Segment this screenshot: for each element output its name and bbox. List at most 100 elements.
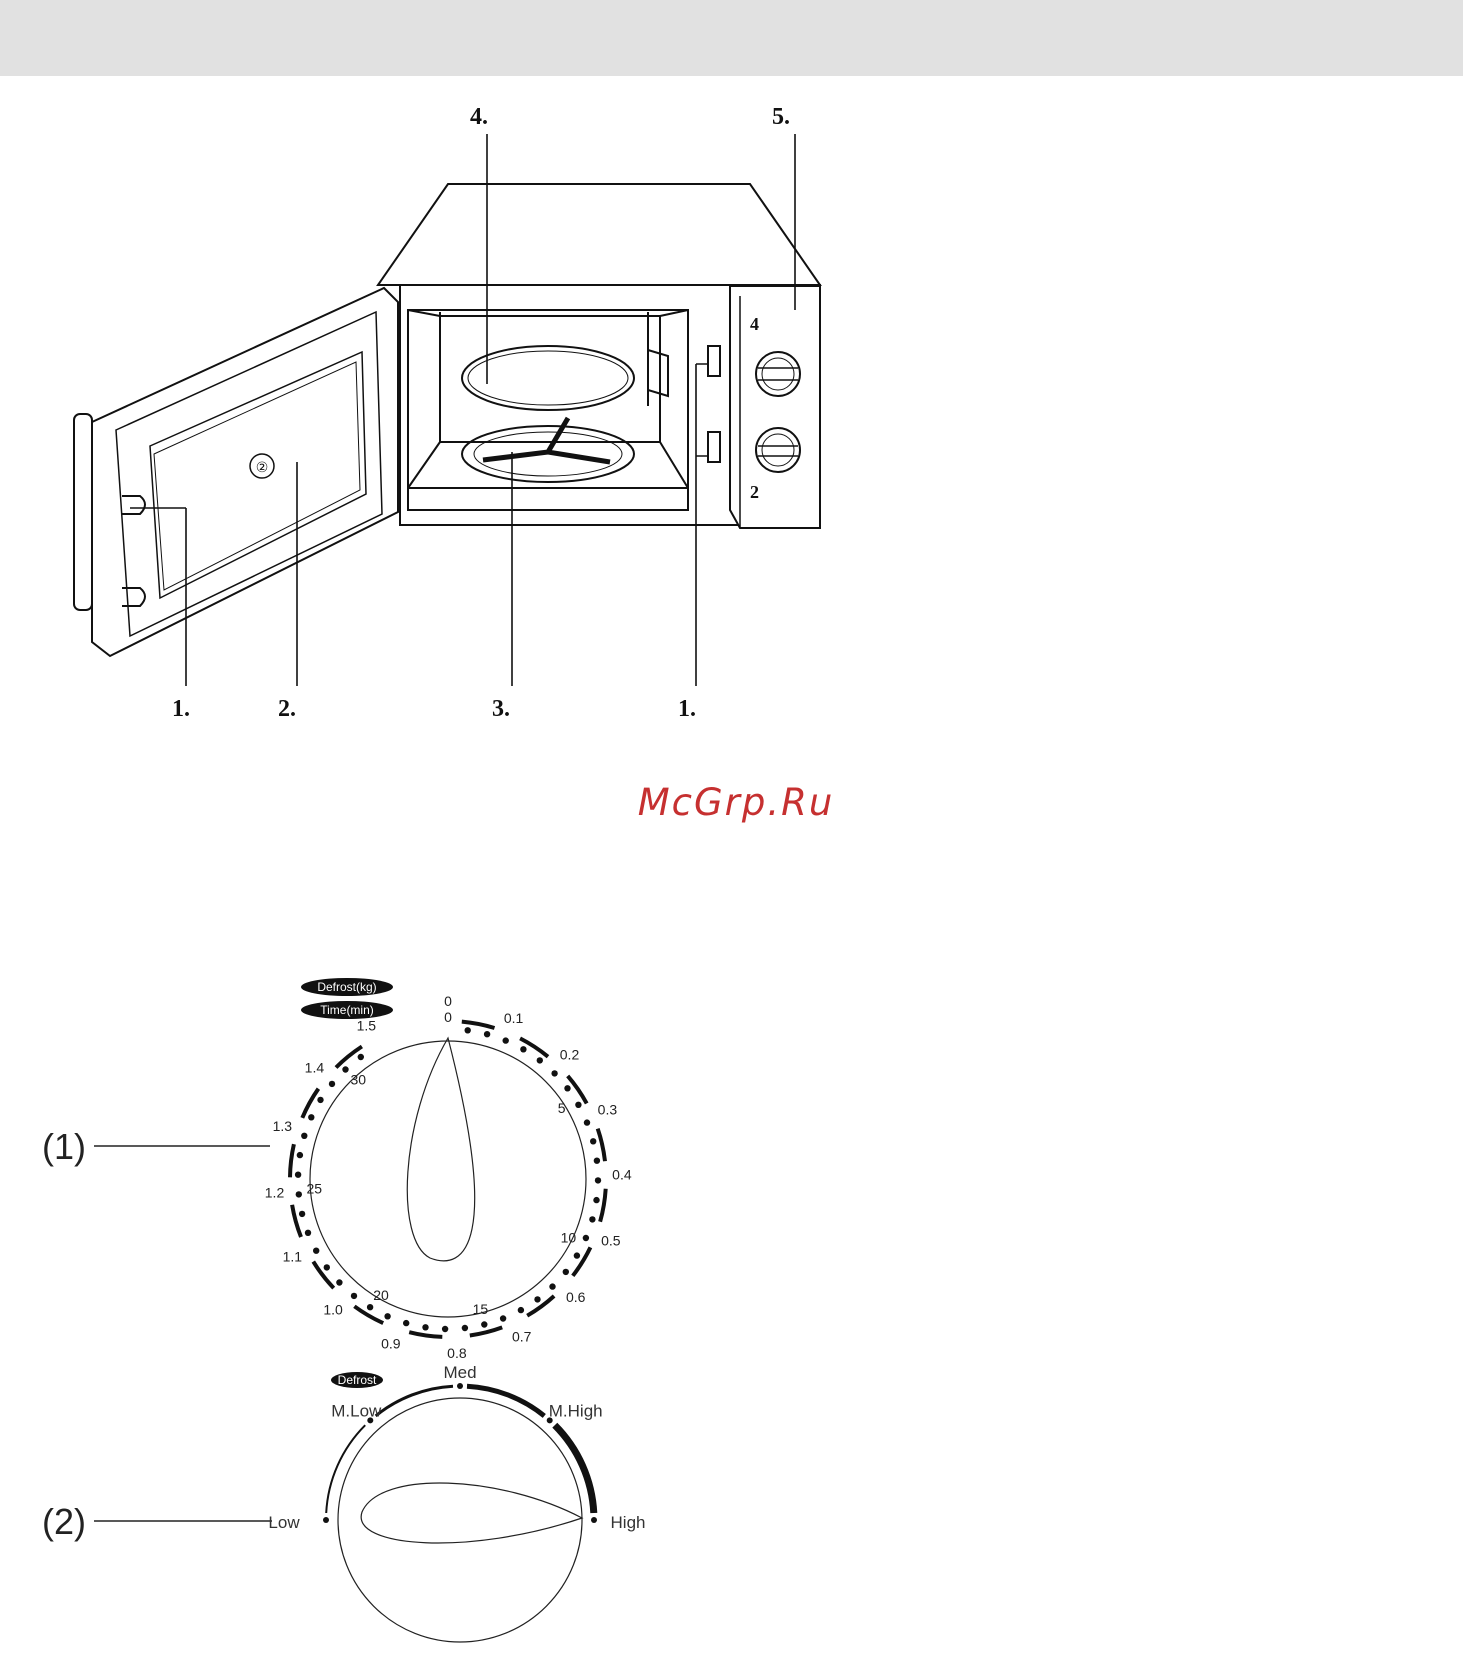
timer-dot xyxy=(590,1138,596,1144)
timer-dot xyxy=(342,1066,348,1072)
timer-arc-segment xyxy=(470,1327,502,1335)
timer-dot xyxy=(442,1326,448,1332)
timer-outer-label: 0.8 xyxy=(447,1345,467,1361)
power-level-label: M.High xyxy=(549,1401,603,1420)
timer-dot xyxy=(575,1102,581,1108)
timer-arc-segment xyxy=(409,1332,442,1337)
timer-pill-defrost: Defrost(kg) xyxy=(301,978,393,996)
timer-pill-time: Time(min) xyxy=(301,1001,393,1019)
door-outer xyxy=(92,288,398,656)
timer-inner-label: 5 xyxy=(558,1100,566,1116)
timer-dot xyxy=(484,1031,490,1037)
timer-inner-label: 10 xyxy=(561,1230,577,1246)
timer-dot xyxy=(563,1269,569,1275)
power-dial-face xyxy=(338,1398,582,1642)
timer-arc-segment xyxy=(573,1247,591,1275)
timer-dot xyxy=(336,1279,342,1285)
power-arc-segment xyxy=(467,1386,544,1416)
timer-dot xyxy=(589,1216,595,1222)
panel-mark-lower: 2 xyxy=(750,482,759,502)
svg-text:Defrost: Defrost xyxy=(338,1373,377,1387)
callout-2: 2. xyxy=(278,696,296,722)
timer-dot xyxy=(358,1054,364,1060)
watermark: McGrp.Ru xyxy=(638,781,835,824)
timer-side-label: (1) xyxy=(42,1126,86,1167)
timer-outer-label: 0.4 xyxy=(612,1167,632,1183)
timer-dot xyxy=(317,1097,323,1103)
timer-dot xyxy=(324,1264,330,1270)
timer-arc-segment xyxy=(292,1205,301,1237)
timer-dot xyxy=(296,1191,302,1197)
timer-arc-segment xyxy=(568,1076,587,1104)
timer-dot xyxy=(595,1177,601,1183)
timer-outer-label: 1.4 xyxy=(305,1060,325,1076)
timer-dot xyxy=(518,1307,524,1313)
power-level-label: Med xyxy=(443,1363,476,1382)
timer-arc-segment xyxy=(600,1189,606,1222)
timer-dot xyxy=(462,1325,468,1331)
timer-dot xyxy=(308,1114,314,1120)
timer-outer-label: 0.1 xyxy=(504,1010,524,1026)
power-dot xyxy=(457,1383,463,1389)
svg-text:Defrost(kg): Defrost(kg) xyxy=(317,980,376,994)
timer-outer-label: 0.2 xyxy=(560,1046,580,1062)
timer-dot xyxy=(403,1320,409,1326)
timer-dot xyxy=(465,1027,471,1033)
power-pointer xyxy=(361,1483,582,1543)
door-mark: ② xyxy=(256,460,269,476)
timer-outer-label: 0.7 xyxy=(512,1329,532,1345)
timer-inner-label: 20 xyxy=(373,1287,389,1303)
timer-outer-label: 0.3 xyxy=(598,1101,618,1117)
timer-outer-label: 1.1 xyxy=(283,1249,303,1265)
timer-outer-label: 1.2 xyxy=(265,1184,285,1200)
timer-dot xyxy=(583,1235,589,1241)
power-level-label: Low xyxy=(268,1513,300,1532)
timer-inner-label: 30 xyxy=(351,1071,367,1087)
power-dot xyxy=(323,1517,329,1523)
timer-dot xyxy=(481,1321,487,1327)
svg-text:Time(min): Time(min) xyxy=(320,1003,374,1017)
timer-outer-label: 0.6 xyxy=(566,1289,586,1305)
timer-dot xyxy=(422,1324,428,1330)
power-arc-segment xyxy=(326,1425,365,1513)
timer-arc-segment xyxy=(313,1262,333,1289)
timer-dial-arc xyxy=(290,1022,606,1337)
power-arc-segment xyxy=(376,1386,453,1416)
callout-1-left: 1. xyxy=(172,696,190,722)
cabinet-top xyxy=(378,184,820,285)
timer-inner-label: 25 xyxy=(307,1180,323,1196)
timer-dial-dots xyxy=(295,1027,601,1332)
door-handle xyxy=(74,414,92,610)
timer-dot xyxy=(594,1158,600,1164)
timer-dot xyxy=(500,1315,506,1321)
timer-dot xyxy=(384,1313,390,1319)
timer-dot xyxy=(313,1248,319,1254)
timer-arc-segment xyxy=(598,1129,605,1162)
timer-dot xyxy=(584,1119,590,1125)
timer-dot xyxy=(297,1152,303,1158)
timer-dot xyxy=(549,1283,555,1289)
timer-dial: (1) Defrost(kg) Time(min) 0 0.1 0.2 0.3 0.4 0… xyxy=(42,978,632,1361)
timer-outer-label: 0 xyxy=(444,993,452,1009)
timer-dot xyxy=(534,1296,540,1302)
timer-outer-label: 1.5 xyxy=(357,1017,377,1033)
callout-1-right: 1. xyxy=(678,696,696,722)
timer-outer-label: 1.3 xyxy=(273,1118,293,1134)
power-side-label: (2) xyxy=(42,1501,86,1542)
callout-4: 4. xyxy=(470,104,488,130)
callout-3: 3. xyxy=(492,696,510,722)
power-arc-segment xyxy=(555,1425,594,1513)
timer-inner-label: 15 xyxy=(473,1301,489,1317)
power-level-label: M.Low xyxy=(331,1401,382,1420)
microwave-diagram: ② 4 2 xyxy=(74,134,820,686)
timer-arc-segment xyxy=(290,1144,294,1177)
timer-dot xyxy=(551,1070,557,1076)
timer-pointer xyxy=(407,1038,474,1261)
timer-dot xyxy=(299,1211,305,1217)
timer-dot xyxy=(537,1057,543,1063)
timer-dot xyxy=(305,1230,311,1236)
timer-dot xyxy=(351,1293,357,1299)
callout-5: 5. xyxy=(772,104,790,130)
